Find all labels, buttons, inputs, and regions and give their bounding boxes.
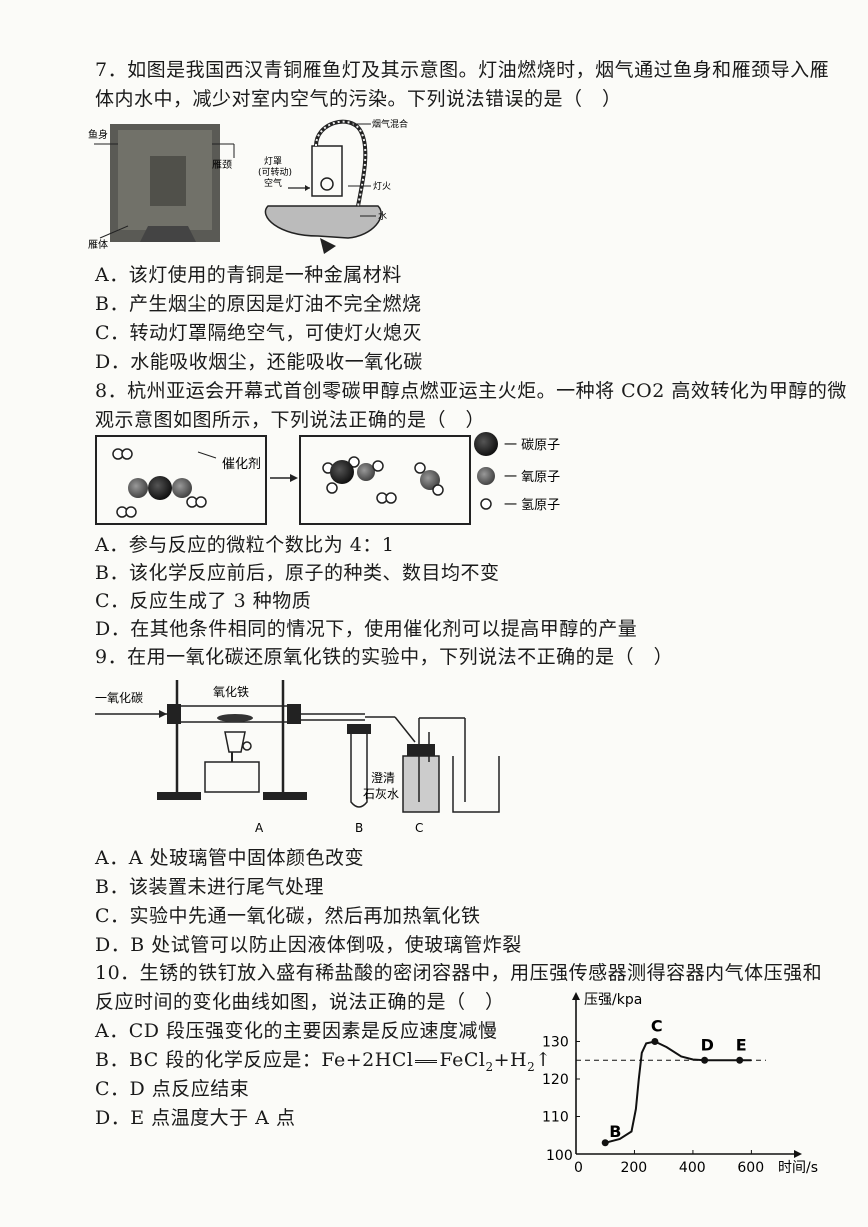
legend-carbon: 一 碳原子 xyxy=(504,438,560,453)
label-air: 空气 xyxy=(264,177,282,189)
x-tick-label: 600 xyxy=(737,1160,764,1176)
test-tube-b xyxy=(350,732,368,808)
q8-option-d: D．在其他条件相同的情况下，使用催化剂可以提高甲醇的产量 xyxy=(95,618,638,640)
q9-stem: 9．在用一氧化碳还原氧化铁的实验中，下列说法不正确的是（ ） xyxy=(95,646,674,668)
label-goose-body: 雁体 xyxy=(88,239,108,251)
label-c: C xyxy=(415,821,423,835)
equation-equals xyxy=(415,1059,438,1063)
alcohol-burner xyxy=(204,761,260,793)
legend-hydrogen-icon xyxy=(480,498,492,510)
q10-option-c: C．D 点反应结束 xyxy=(95,1078,250,1100)
y-origin-label: 100 xyxy=(546,1148,573,1164)
label-flame: 灯火 xyxy=(373,181,391,192)
q10-stem-line1: 10．生锈的铁钉放入盛有稀盐酸的密闭容器中，用压强传感器测得容器内气体压强和 xyxy=(95,962,823,984)
goose-body-schematic xyxy=(264,205,382,239)
product-box xyxy=(299,435,471,525)
q9-apparatus-figure: 一氧化碳 氧化铁 澄清 石灰水 A B C xyxy=(95,680,500,835)
y-axis-arrow xyxy=(572,992,580,1000)
q7-option-d: D．水能吸收烟尘，还能吸收一氧化碳 xyxy=(95,351,423,373)
q9-option-b: B．该装置未进行尾气处理 xyxy=(95,876,324,898)
q8-option-b: B．该化学反应前后，原子的种类、数目均不变 xyxy=(95,562,500,584)
q10-option-a: A．CD 段压强变化的主要因素是反应速度减慢 xyxy=(95,1020,498,1042)
q8-stem-line1: 8．杭州亚运会开幕式首创零碳甲醇点燃亚运主火炬。一种将 CO2 高效转化为甲醇的… xyxy=(95,380,847,402)
legend-hydrogen: 一 氢原子 xyxy=(504,498,560,513)
q8-option-c: C．反应生成了 3 种物质 xyxy=(95,590,312,612)
label-b: B xyxy=(355,821,363,835)
label-limewater-2: 石灰水 xyxy=(363,787,399,801)
x-tick-label: 200 xyxy=(620,1160,647,1176)
y-tick-label: 110 xyxy=(542,1110,569,1126)
q8-molecule-figure: 催化剂 一 碳原子 一 氧原子 一 氢原子 xyxy=(95,432,560,525)
q7-option-b: B．产生烟尘的原因是灯油不完全燃烧 xyxy=(95,293,422,315)
y-axis-label: 压强/kpa xyxy=(584,992,642,1008)
label-rotatable: (可转动) xyxy=(258,166,292,178)
legend-oxygen-icon xyxy=(477,467,495,485)
limewater-bottle-c xyxy=(402,755,440,813)
x-tick-label: 400 xyxy=(679,1160,706,1176)
point-c xyxy=(651,1038,659,1045)
label-goose-neck: 雁颈 xyxy=(212,159,232,171)
y-tick-label: 130 xyxy=(542,1035,569,1051)
x-axis-arrow xyxy=(794,1150,802,1158)
point-label-b: B xyxy=(609,1122,621,1141)
q7-lamp-figure: 鱼身 雁颈 雁体 烟气混合物 灯罩 (可转动) 空气 灯火 水 xyxy=(88,118,408,254)
y-tick-label: 120 xyxy=(542,1072,569,1088)
point-d xyxy=(701,1056,709,1064)
x-tick-label: 0 xyxy=(574,1160,583,1176)
label-shade: 灯罩 xyxy=(264,156,282,167)
q7-option-c: C．转动灯罩隔绝空气，可使灯火熄灭 xyxy=(95,322,423,344)
point-label-d: D xyxy=(701,1035,714,1054)
point-e xyxy=(736,1056,744,1064)
label-smoke: 烟气混合物 xyxy=(372,118,408,130)
label-water: 水 xyxy=(378,210,387,222)
q9-option-c: C．实验中先通一氧化碳，然后再加热氧化铁 xyxy=(95,905,481,927)
q9-option-d: D．B 处试管可以防止因液体倒吸，使玻璃管炸裂 xyxy=(95,934,522,956)
q10-option-b-sub2: 2 xyxy=(527,1059,536,1074)
q8-option-a: A．参与反应的微粒个数比为 4：1 xyxy=(95,534,395,556)
label-a: A xyxy=(255,821,264,835)
q7-stem-line2: 体内水中，减少对室内空气的污染。下列说法错误的是（ ） xyxy=(95,88,622,110)
q9-option-a: A．A 处玻璃管中固体颜色改变 xyxy=(95,847,364,869)
catalyst-label: 催化剂 xyxy=(222,457,261,472)
q8-stem-line2: 观示意图如图所示，下列说法正确的是（ ） xyxy=(95,409,486,431)
chart-marks: B C D E xyxy=(576,1017,766,1147)
beaker xyxy=(452,756,500,813)
q10-option-b-prefix: B．BC 段的化学反应是：Fe+2HCl xyxy=(95,1049,414,1071)
q10-option-b-fecl: FeCl xyxy=(439,1049,486,1071)
q7-option-a: A．该灯使用的青铜是一种金属材料 xyxy=(95,264,402,286)
iron-oxide-sample xyxy=(217,714,253,722)
q10-option-b-h: +H xyxy=(493,1049,528,1071)
lamp-shade xyxy=(311,145,343,197)
legend-carbon-icon xyxy=(474,432,498,456)
x-axis-label: 时间/s xyxy=(778,1160,818,1176)
reactant-box xyxy=(95,435,267,525)
q10-option-b-gas-arrow: ↑ xyxy=(535,1049,552,1071)
label-limewater-1: 澄清 xyxy=(371,770,395,785)
legend-oxygen: 一 氧原子 xyxy=(504,470,560,485)
q10-option-b-sub1: 2 xyxy=(485,1059,494,1074)
point-label-c: C xyxy=(651,1017,663,1036)
label-fish: 鱼身 xyxy=(88,128,108,141)
point-label-e: E xyxy=(736,1035,747,1054)
flame-icon xyxy=(320,177,334,191)
pressure-curve xyxy=(604,1040,752,1144)
q10-stem-line2: 反应时间的变化曲线如图，说法正确的是（ ） xyxy=(95,991,505,1013)
q10-option-d: D．E 点温度大于 A 点 xyxy=(95,1107,296,1129)
label-co: 一氧化碳 xyxy=(95,691,143,705)
point-b xyxy=(601,1139,609,1147)
q7-stem-line1: 7．如图是我国西汉青铜雁鱼灯及其示意图。灯油燃烧时，烟气通过鱼身和雁颈导入雁 xyxy=(95,59,830,81)
label-fe2o3: 氧化铁 xyxy=(213,685,249,699)
